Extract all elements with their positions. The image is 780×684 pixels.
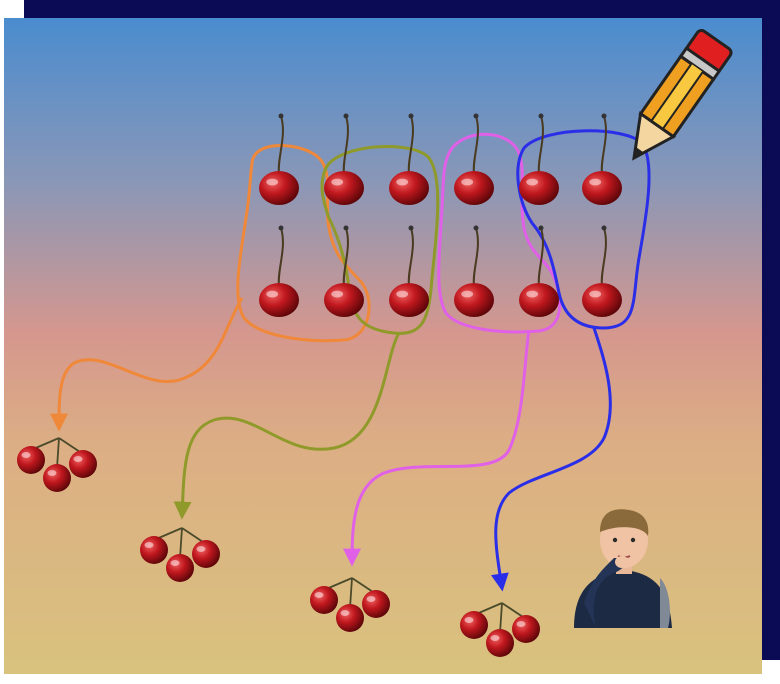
pencil-icon: [632, 28, 733, 161]
cherry-bunch-icon: [310, 577, 390, 632]
group-arrows: [50, 297, 612, 592]
cherry-bunch-icon: [17, 437, 97, 492]
grouping-diagram: [17, 28, 733, 657]
cherry-bunch-icon: [140, 527, 220, 582]
cherry-icon: [389, 225, 429, 317]
cherry-icon: [519, 113, 559, 205]
scene-panel: [4, 18, 762, 674]
thinking-boy-icon: [574, 509, 672, 628]
arrow-group-1: [50, 297, 244, 432]
arrow-group-2: [173, 332, 401, 520]
cherry-icon: [324, 225, 364, 317]
cherry-icon: [582, 113, 622, 205]
arrow-group-4: [490, 327, 612, 592]
cherry-grid: [259, 113, 622, 317]
cherry-icon: [389, 113, 429, 205]
cherry-icon: [454, 113, 494, 205]
cherry-icon: [454, 225, 494, 317]
cherry-icon: [519, 225, 559, 317]
cherry-icon: [259, 113, 299, 205]
cherry-bunches: [17, 437, 540, 657]
cherry-icon: [259, 225, 299, 317]
cherry-icon: [324, 113, 364, 205]
cherry-bunch-icon: [460, 602, 540, 657]
cherry-icon: [582, 225, 622, 317]
group-loop-2: [320, 145, 440, 335]
arrow-group-3: [343, 329, 531, 567]
